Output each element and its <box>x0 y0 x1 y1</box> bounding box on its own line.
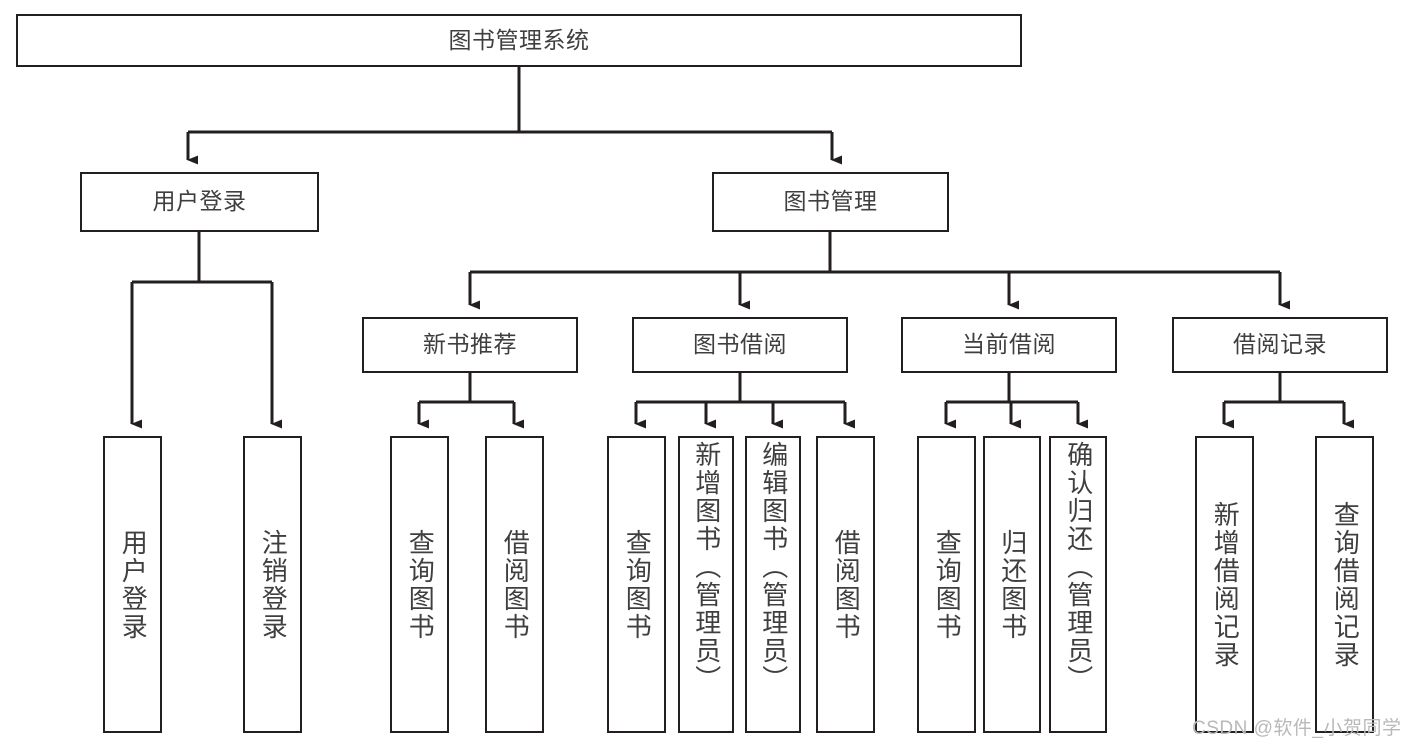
leaf-borrow-edit-book-admin[interactable]: 编辑图书（管理员） <box>745 436 801 733</box>
node-book-borrow[interactable]: 图书借阅 <box>632 317 848 373</box>
leaf-record-query-borrow-record[interactable]: 查询借阅记录 <box>1315 436 1374 733</box>
node-label: 新增图书（管理员） <box>691 441 722 693</box>
leaf-borrow-query-book[interactable]: 查询图书 <box>607 436 666 733</box>
leaf-record-add-borrow-record[interactable]: 新增借阅记录 <box>1195 436 1254 733</box>
node-label: 新增借阅记录 <box>1210 500 1241 669</box>
node-book-management[interactable]: 图书管理 <box>712 172 949 232</box>
node-label: 查询图书 <box>622 528 653 641</box>
node-label: 用户登录 <box>152 188 247 215</box>
node-current-borrow[interactable]: 当前借阅 <box>901 317 1117 373</box>
node-label: 借阅记录 <box>1233 331 1327 358</box>
leaf-user-login-logout[interactable]: 注销登录 <box>243 436 302 733</box>
node-label: 图书管理系统 <box>448 26 590 53</box>
leaf-recommend-borrow-book[interactable]: 借阅图书 <box>485 436 544 733</box>
node-label: 归还图书 <box>997 528 1028 641</box>
node-label: 借阅图书 <box>831 528 862 641</box>
leaf-borrow-borrow-book[interactable]: 借阅图书 <box>816 436 875 733</box>
node-label: 当前借阅 <box>962 331 1056 358</box>
node-label: 用户登录 <box>118 528 149 641</box>
node-borrow-record[interactable]: 借阅记录 <box>1172 317 1388 373</box>
node-label: 确认归还（管理员） <box>1063 441 1094 693</box>
node-label: 注销登录 <box>258 528 289 641</box>
node-label: 查询图书 <box>405 528 436 641</box>
leaf-user-login-login[interactable]: 用户登录 <box>103 436 162 733</box>
leaf-recommend-query-book[interactable]: 查询图书 <box>390 436 449 733</box>
leaf-borrow-add-book-admin[interactable]: 新增图书（管理员） <box>678 436 734 733</box>
node-label: 图书借阅 <box>693 331 787 358</box>
leaf-current-return-book[interactable]: 归还图书 <box>983 436 1041 733</box>
node-label: 借阅图书 <box>500 528 531 641</box>
node-user-login[interactable]: 用户登录 <box>80 172 319 232</box>
node-label: 图书管理 <box>783 188 878 215</box>
node-label: 编辑图书（管理员） <box>758 441 789 693</box>
leaf-current-query-book[interactable]: 查询图书 <box>917 436 976 733</box>
node-label: 查询借阅记录 <box>1330 500 1361 669</box>
node-label: 新书推荐 <box>423 331 517 358</box>
node-label: 查询图书 <box>932 528 963 641</box>
csdn-watermark: CSDN @软件_小贺同学 <box>1192 718 1402 739</box>
node-new-book-recommendation[interactable]: 新书推荐 <box>362 317 578 373</box>
leaf-current-confirm-return-admin[interactable]: 确认归还（管理员） <box>1049 436 1107 733</box>
node-book-management-system[interactable]: 图书管理系统 <box>16 14 1022 67</box>
